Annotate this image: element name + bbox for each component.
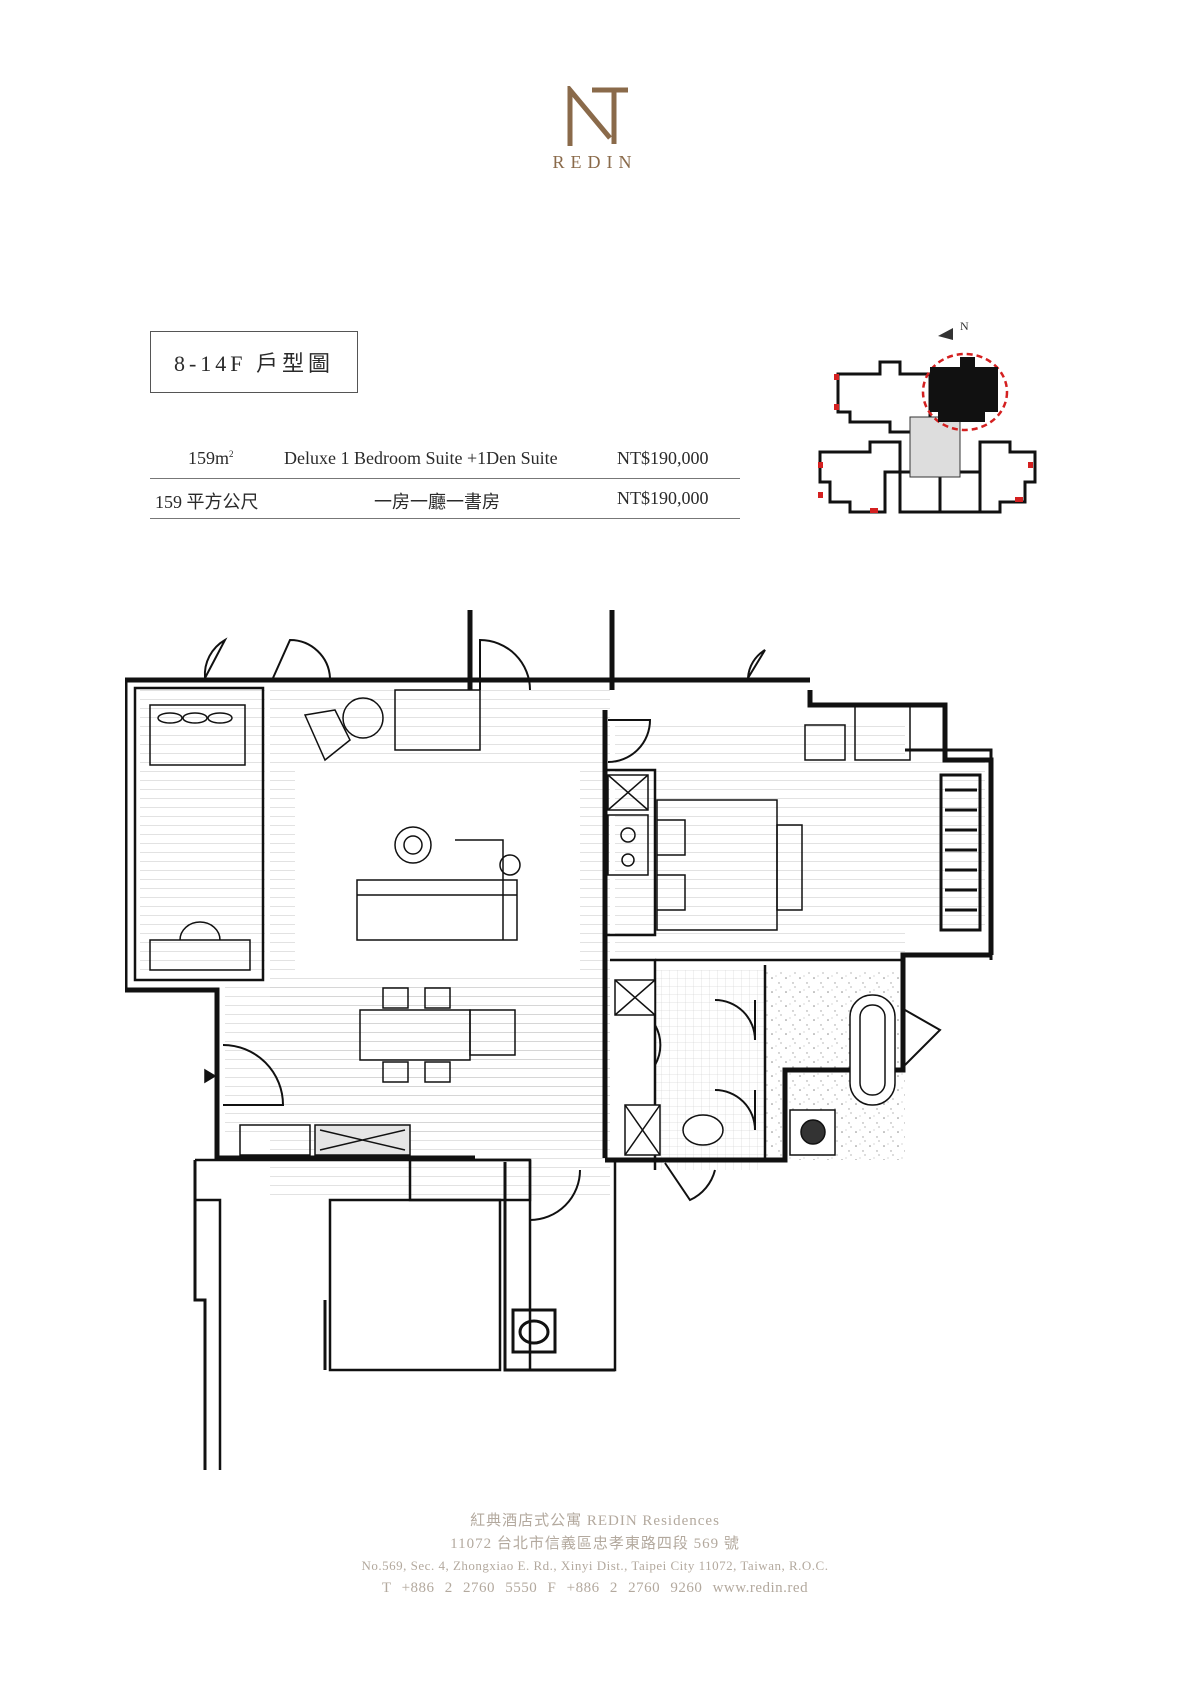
brand-name: REDIN [552,152,638,172]
unit-type-en: Deluxe 1 Bedroom Suite +1Den Suite [284,448,558,468]
north-label: N [960,322,969,333]
price-en: NT$190,000 [617,448,709,468]
kitchen-counter [314,1124,411,1156]
coffee-table [394,826,432,864]
footer-address-zh: 11072 台北市信義區忠孝東路四段 569 號 [450,1536,740,1552]
spec-row-chinese: 159 平方公尺 一房一廳一書房 NT$190,000 [150,480,740,519]
kitchen-sink [469,1009,516,1056]
den-floor [140,690,265,975]
living-rug [295,770,580,970]
footer-address-en: No.569, Sec. 4, Zhongxiao E. Rd., Xinyi … [361,1558,829,1573]
north-arrow-icon [938,328,953,340]
sofa [356,879,518,941]
price-zh: NT$190,000 [617,488,709,508]
bathtub [849,994,896,1106]
unit-highlight-circle [921,352,1009,432]
shoe-cabinet [239,1124,311,1156]
area-zh: 159 平方公尺 [155,492,259,512]
floor-plan-title: 8-14F 戶型圖 [150,331,358,393]
redin-logo-icon [567,86,628,146]
bedroom-floor [615,720,905,960]
tv-cabinet [854,704,911,761]
toilet [682,1114,724,1146]
armchair [394,689,481,751]
footer-contact: T +886 2 2760 5550 F +886 2 2760 9260 ww… [381,1580,809,1596]
area-en: 159m2 [188,448,234,468]
footer-brand-line: 紅典酒店式公寓 REDIN Residences [470,1513,720,1529]
lounge-chair [303,709,351,762]
washing-machine [511,1308,557,1354]
closet-floor [905,760,985,930]
entrance-arrow-icon [204,1068,217,1084]
floor-plan-drawing [125,610,994,1470]
den-sofa [149,704,246,766]
building-key-plan: N [818,322,1037,514]
side-table [342,697,384,739]
spec-row-english: 159m2 Deluxe 1 Bedroom Suite +1Den Suite… [150,440,740,479]
unit-type-zh: 一房一廳一書房 [374,492,500,512]
den-desk [149,939,251,971]
